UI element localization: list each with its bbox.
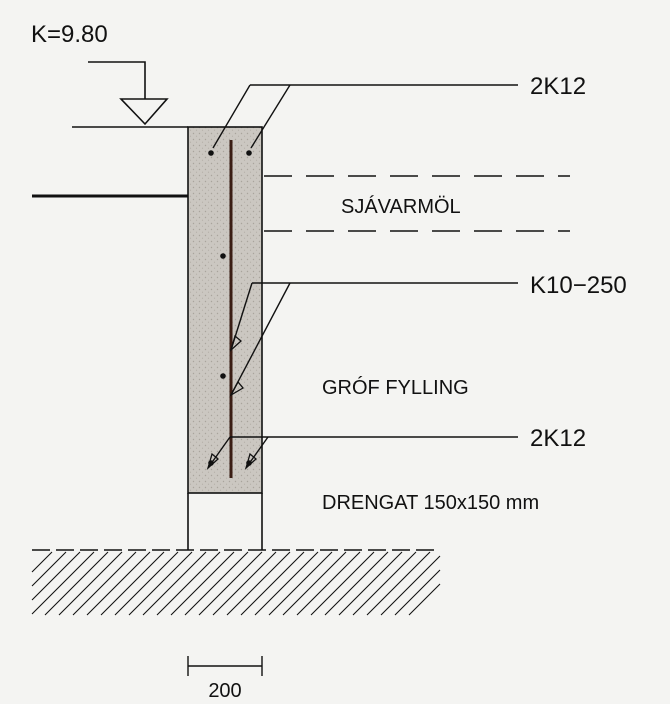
- hatch-stroke: [352, 551, 417, 616]
- hatch-stroke: [114, 551, 179, 616]
- hatch-stroke: [198, 551, 263, 616]
- hatch-stroke: [86, 551, 151, 616]
- stirrup-arrow-icon: [229, 380, 244, 397]
- elevation-label: K=9.80: [31, 21, 108, 48]
- drain-label: DRENGAT 150x150 mm: [322, 492, 539, 514]
- hatch-stroke: [268, 551, 333, 616]
- hatch-stroke: [338, 551, 403, 616]
- hatch-stroke: [44, 551, 109, 616]
- coarse-fill-label: GRÓF FYLLING: [322, 376, 469, 399]
- ground-hatching: [31, 551, 441, 616]
- rebar-dot: [208, 150, 214, 156]
- elevation-leader: [88, 61, 146, 99]
- sea-gravel-label: SJÁVARMÖL: [341, 195, 461, 218]
- rebar-bottom-label: 2K12: [530, 425, 586, 452]
- dimension-label: 200: [208, 680, 241, 702]
- hatch-stroke: [254, 551, 319, 616]
- rebar-stirrup-label: K10−250: [530, 272, 627, 299]
- hatch-stroke: [170, 551, 235, 616]
- hatch-stroke: [128, 551, 193, 616]
- hatch-stroke: [240, 551, 305, 616]
- hatch-stroke: [282, 551, 347, 616]
- hatch-stroke: [408, 583, 441, 616]
- hatch-stroke: [72, 551, 137, 616]
- hatch-stroke: [310, 551, 375, 616]
- stirrup-arrow-icon: [229, 334, 242, 352]
- elevation-triangle-icon: [119, 98, 169, 126]
- hatch-stroke: [324, 551, 389, 616]
- leader-bottom-rebar: [207, 436, 518, 469]
- hatch-stroke: [184, 551, 249, 616]
- hatch-stroke: [142, 551, 207, 616]
- rebar-top-label: 2K12: [530, 73, 586, 100]
- hatch-stroke: [212, 551, 277, 616]
- hatch-stroke: [296, 551, 361, 616]
- hatch-stroke: [226, 551, 291, 616]
- hatch-stroke: [366, 551, 431, 616]
- rebar-dot: [220, 253, 226, 259]
- concrete-wall: [187, 126, 263, 494]
- hatch-stroke: [100, 551, 165, 616]
- rebar-dot: [220, 373, 226, 379]
- hatch-stroke: [380, 555, 441, 616]
- rebar-arrow-icon: [244, 452, 257, 470]
- hatch-stroke: [31, 551, 67, 587]
- rebar-dot: [246, 150, 252, 156]
- hatch-stroke: [156, 551, 221, 616]
- hatch-stroke: [31, 551, 95, 615]
- leader-top-rebar: [212, 84, 518, 149]
- rebar-arrow-icon: [206, 452, 219, 470]
- hatch-stroke: [58, 551, 123, 616]
- hatch-stroke: [394, 569, 441, 616]
- hatch-stroke: [31, 551, 81, 601]
- hatch-stroke: [31, 551, 53, 573]
